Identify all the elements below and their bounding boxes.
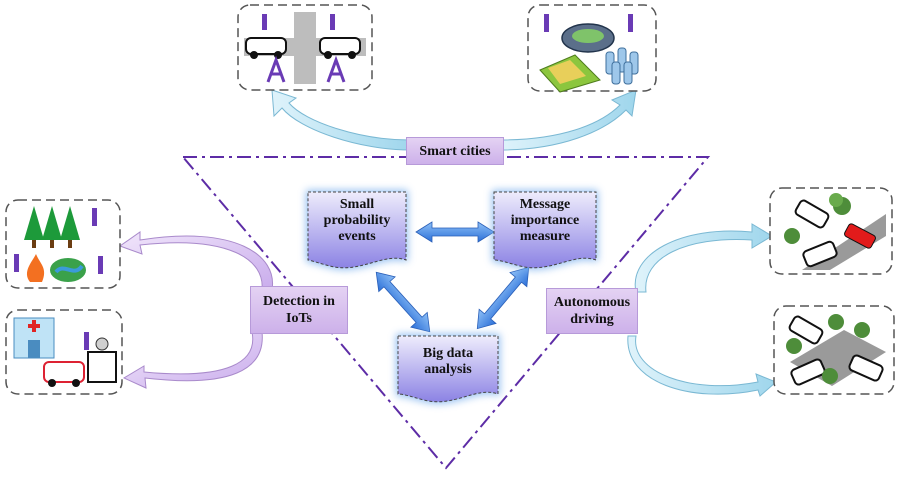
cross-icon — [28, 320, 40, 332]
scene-collision — [769, 187, 893, 275]
curve-arrow-driving-collision — [634, 223, 773, 293]
scene-hospital — [5, 309, 123, 395]
scene-crossroad — [237, 4, 373, 91]
scene-stadium — [527, 4, 657, 93]
label-autonomous-driving: Autonomous driving — [546, 288, 638, 334]
double-arrow-left — [375, 271, 431, 333]
label-smart-cities: Smart cities — [406, 137, 504, 165]
doc-label-small-probability: Small probability events — [323, 197, 391, 244]
crowd-icon — [605, 47, 639, 85]
doc-message-importance — [492, 190, 598, 270]
curve-arrow-driving-intersection — [627, 335, 777, 397]
curve-arrow-iot-hospital — [122, 331, 263, 389]
curve-arrow-iot-forest — [118, 231, 274, 291]
double-arrow-top — [415, 221, 495, 243]
curve-arrow-smart-top-right — [499, 89, 637, 151]
doc-label-big-data: Big data analysis — [422, 346, 474, 377]
scene-intersection — [773, 305, 895, 395]
label-detection-iots: Detection in IoTs — [250, 286, 348, 334]
curve-arrow-smart-top-left — [271, 89, 411, 151]
tower-icon — [266, 55, 346, 83]
fire-icon — [26, 254, 45, 282]
doc-small-probability — [306, 190, 408, 270]
doc-label-message-importance: Message importance measure — [510, 197, 580, 244]
doc-big-data — [396, 334, 500, 404]
double-arrow-right — [476, 266, 530, 330]
scene-forest-fire — [5, 199, 121, 289]
antenna-icon — [262, 14, 335, 30]
